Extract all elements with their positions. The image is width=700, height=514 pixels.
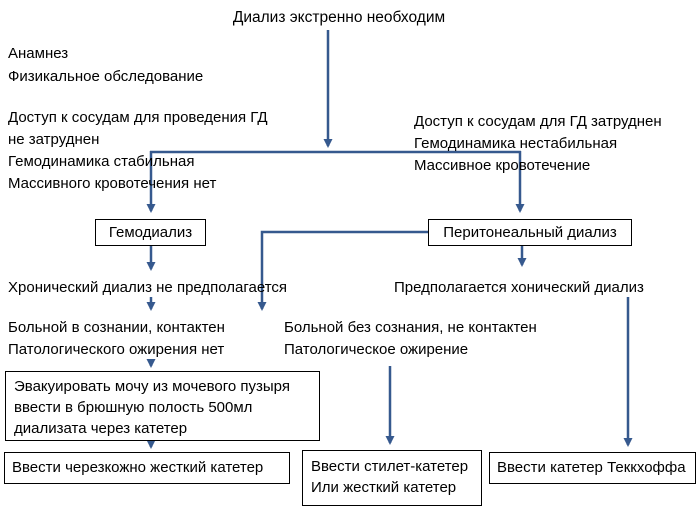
start-node: Диализ экстренно необходим (232, 9, 446, 26)
percutaneous-rigid-catheter-box: Ввести черезкожно жесткий катетер (4, 452, 290, 484)
hd-access-difficult-criteria: Доступ к сосудам для ГД затруднен Гемоди… (414, 111, 662, 177)
criteria-line: Доступ к сосудам для проведения ГД (8, 109, 268, 126)
assessment-line: Физикальное обследование (8, 68, 204, 85)
box-line: Эвакуировать мочу из мочевого пузыря (14, 378, 290, 395)
criteria-line: Патологического ожирения нет (8, 341, 225, 358)
box-line: Ввести стилет-катетер (311, 458, 469, 475)
criteria-line: Патологическое ожирение (284, 341, 469, 358)
stylet-catheter-box: Ввести стилет-катетер Или жесткий катете… (302, 450, 482, 506)
criteria-line: Гемодинамика нестабильная (414, 135, 618, 152)
box-line: диализата через катетер (14, 420, 188, 437)
criteria-line: не затруднен (8, 131, 100, 148)
evacuate-bladder-box: Эвакуировать мочу из мочевого пузыря вве… (5, 371, 320, 441)
chronic-dialysis-not-expected-label: Хронический диализ не предполагается (8, 279, 288, 296)
box-line: Или жесткий катетер (311, 479, 457, 496)
hd-access-ok-criteria: Доступ к сосудам для проведения ГД не за… (8, 107, 268, 195)
hemodialysis-box: Гемодиализ (95, 219, 206, 246)
peritoneal-dialysis-box: Перитонеальный диализ (428, 219, 632, 246)
criteria-line: Массивное кровотечение (414, 157, 591, 174)
criteria-line: Гемодинамика стабильная (8, 153, 195, 170)
tenckhoff-catheter-box: Ввести катетер Теккхоффа (489, 452, 696, 484)
criteria-line: Больной в сознании, контактен (8, 319, 225, 336)
assessment-line: Анамнез (8, 45, 69, 62)
patient-conscious-criteria: Больной в сознании, контактен Патологиче… (8, 317, 225, 361)
criteria-line: Доступ к сосудам для ГД затруднен (414, 113, 662, 130)
assessment-note: Анамнез Физикальное обследование (8, 42, 203, 88)
box-line: ввести в брюшную полость 500мл (14, 399, 253, 416)
chronic-dialysis-expected-label: Предполагается хонический диализ (394, 279, 644, 296)
criteria-line: Больной без сознания, не контактен (284, 319, 537, 336)
patient-unconscious-criteria: Больной без сознания, не контактен Патол… (284, 317, 537, 361)
criteria-line: Массивного кровотечения нет (8, 175, 217, 192)
